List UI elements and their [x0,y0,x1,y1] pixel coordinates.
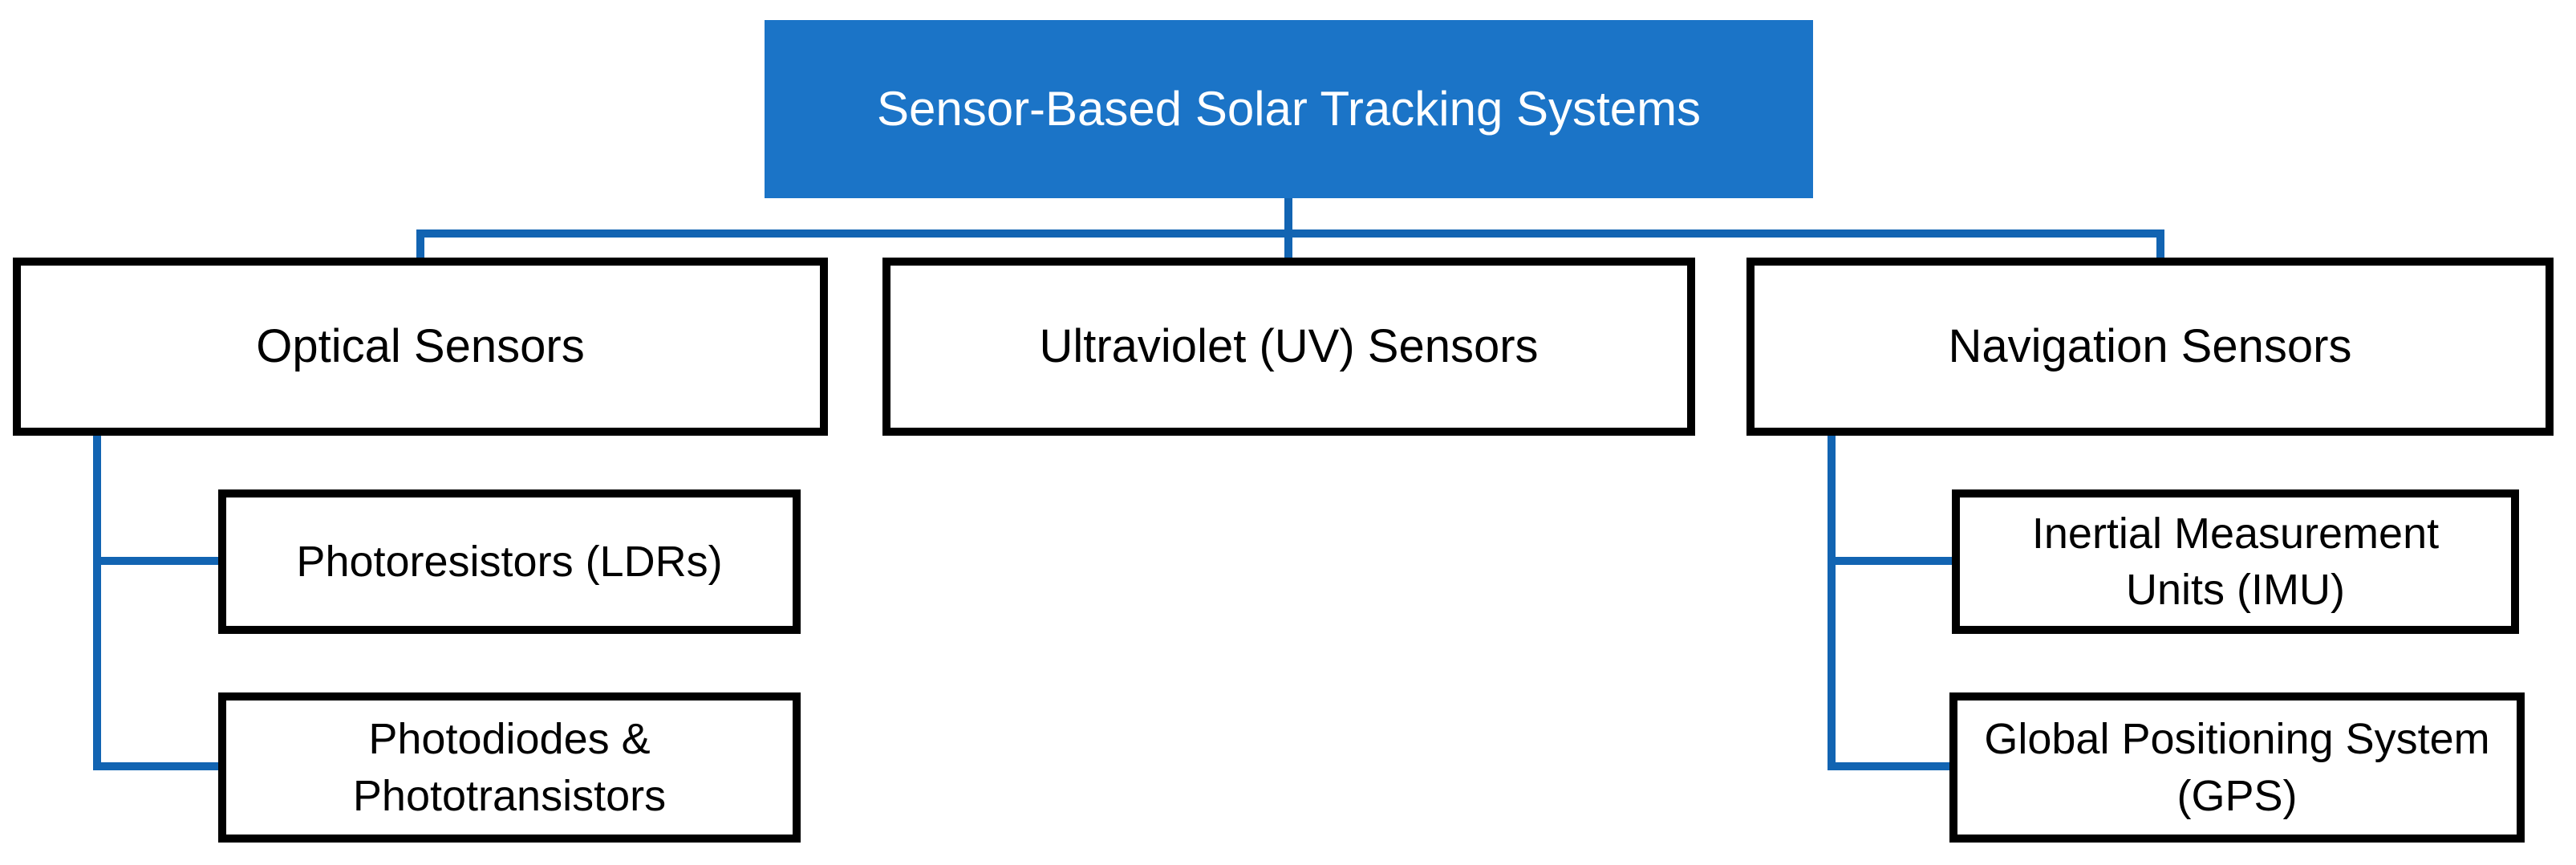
node-navigation-sensors: Navigation Sensors [1746,258,2554,436]
connector-to-gps [1836,762,1949,770]
node-ultraviolet-uv-sensors-label: Ultraviolet (UV) Sensors [1039,320,1539,373]
connector-trunk-to-optical [416,229,424,258]
node-photodiodes-phototransistors-label: Photodiodes & Phototransistors [352,715,667,820]
node-ultraviolet-uv-sensors: Ultraviolet (UV) Sensors [882,258,1695,436]
node-global-positioning-system-gps: Global Positioning System (GPS) [1949,692,2525,843]
node-photoresistors-ldrs: Photoresistors (LDRs) [218,489,801,634]
connector-root-to-trunk [1284,198,1292,258]
node-global-positioning-system-gps-label: Global Positioning System (GPS) [1984,715,2490,820]
node-root-label: Sensor-Based Solar Tracking Systems [876,82,1702,136]
connector-trunk-to-navigation [2156,229,2164,258]
connector-navigation-child-spine [1828,436,1836,770]
node-photodiodes-phototransistors: Photodiodes & Phototransistors [218,692,801,843]
connector-horizontal-trunk [416,229,2164,238]
node-optical-sensors: Optical Sensors [13,258,828,436]
connector-to-photoresistors [101,557,218,565]
node-root-sensor-based-solar-tracking-systems: Sensor-Based Solar Tracking Systems [765,20,1813,198]
connector-optical-child-spine [93,436,101,770]
connector-to-imu [1836,557,1952,565]
node-optical-sensors-label: Optical Sensors [256,320,585,373]
node-photoresistors-ldrs-label: Photoresistors (LDRs) [296,537,723,586]
node-inertial-measurement-units-imu: Inertial Measurement Units (IMU) [1952,489,2519,634]
connector-to-photodiodes [101,762,218,770]
node-navigation-sensors-label: Navigation Sensors [1948,320,2352,373]
node-inertial-measurement-units-imu-label: Inertial Measurement Units (IMU) [2031,509,2440,614]
